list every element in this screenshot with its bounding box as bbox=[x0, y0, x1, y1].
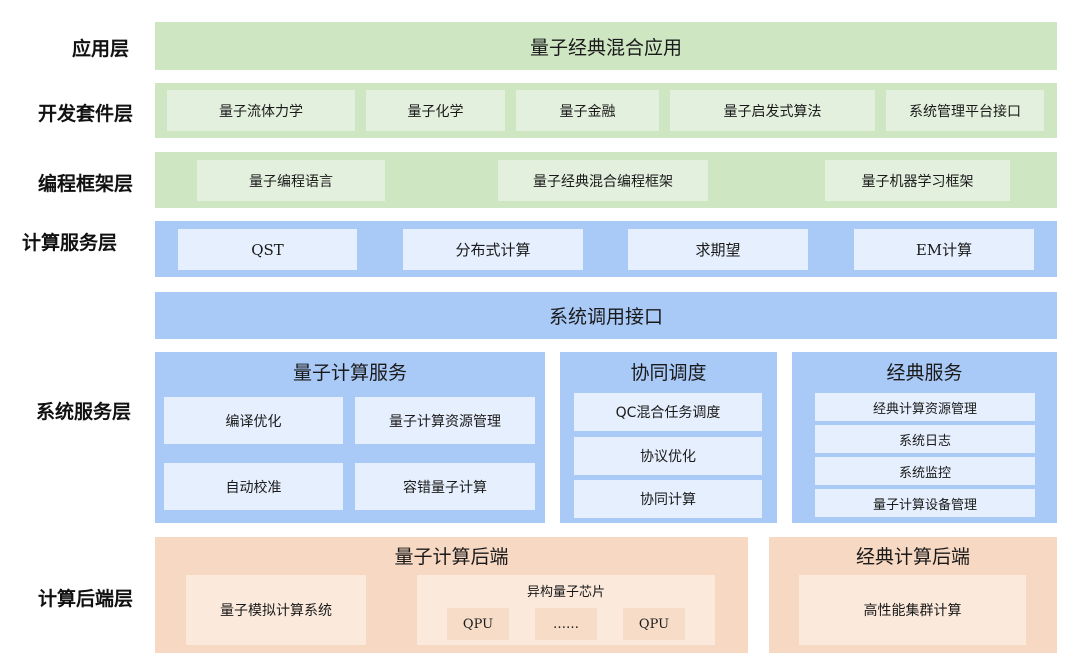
classical-service-item: 系统日志 bbox=[815, 425, 1035, 453]
dev-kit-item: 量子化学 bbox=[366, 90, 505, 131]
classical-backend-title: 经典计算后端 bbox=[855, 546, 970, 568]
layer-label-framework: 编程框架层 bbox=[38, 173, 134, 195]
classical-service-item: 量子计算设备管理 bbox=[815, 489, 1035, 517]
layer-label-backend: 计算后端层 bbox=[38, 588, 134, 610]
qpu-chip: QPU bbox=[447, 608, 509, 640]
dev-kit-item: 量子流体力学 bbox=[167, 90, 355, 131]
framework-item: 量子编程语言 bbox=[197, 160, 385, 201]
compute-service-item: QST bbox=[178, 229, 357, 270]
chip-title: 异构量子芯片 bbox=[526, 585, 605, 600]
chip-ellipsis: …… bbox=[535, 608, 597, 640]
application-band: 量子经典混合应用 bbox=[155, 22, 1057, 70]
system-call-band: 系统调用接口 bbox=[155, 292, 1057, 339]
dev-kit-item: 量子启发式算法 bbox=[670, 90, 875, 131]
framework-item: 量子经典混合编程框架 bbox=[498, 160, 708, 201]
quantum-service-item: 自动校准 bbox=[164, 463, 343, 510]
coordination-item: 协同计算 bbox=[574, 480, 762, 518]
dev-kit-item: 系统管理平台接口 bbox=[886, 90, 1044, 131]
compute-service-item: 分布式计算 bbox=[403, 229, 583, 270]
classical-service-title: 经典服务 bbox=[886, 362, 963, 384]
layer-label-dev-kit: 开发套件层 bbox=[38, 103, 134, 125]
classical-service-item: 经典计算资源管理 bbox=[815, 393, 1035, 421]
coordination-item: QC混合任务调度 bbox=[574, 393, 762, 431]
quantum-service-item: 量子计算资源管理 bbox=[355, 397, 535, 444]
quantum-service-title: 量子计算服务 bbox=[292, 362, 407, 384]
layer-label-application: 应用层 bbox=[72, 38, 130, 60]
compute-service-item: 求期望 bbox=[628, 229, 808, 270]
framework-item: 量子机器学习框架 bbox=[825, 160, 1010, 201]
layer-label-compute-service: 计算服务层 bbox=[22, 232, 118, 254]
quantum-service-item: 编译优化 bbox=[164, 397, 343, 444]
classical-service-item: 系统监控 bbox=[815, 457, 1035, 485]
application-title: 量子经典混合应用 bbox=[529, 36, 682, 59]
dev-kit-item: 量子金融 bbox=[516, 90, 659, 131]
hpc-box: 高性能集群计算 bbox=[799, 575, 1026, 645]
simulator-box: 量子模拟计算系统 bbox=[186, 575, 366, 645]
coordination-title: 协同调度 bbox=[630, 362, 707, 384]
coordination-item: 协议优化 bbox=[574, 437, 762, 475]
layer-label-system-service: 系统服务层 bbox=[36, 401, 132, 423]
qpu-chip: QPU bbox=[623, 608, 685, 640]
quantum-service-item: 容错量子计算 bbox=[355, 463, 535, 510]
compute-service-item: EM计算 bbox=[854, 229, 1034, 270]
system-call-title: 系统调用接口 bbox=[548, 306, 663, 328]
quantum-backend-title: 量子计算后端 bbox=[394, 546, 509, 568]
